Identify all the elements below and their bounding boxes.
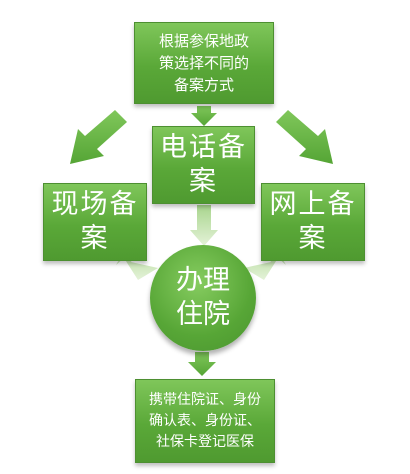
arrow-top-to-online — [276, 110, 333, 164]
step-onsite-filing: 现场备 案 — [43, 183, 147, 261]
step-onsite-filing-text: 现场备 案 — [51, 189, 139, 254]
step-admission: 办理 住院 — [150, 245, 256, 351]
step-bring-documents-text: 携带住院证、身份 确认表、身份证、 社保卡登记医保 — [149, 391, 261, 450]
step-online-filing-text: 网上备 案 — [269, 189, 357, 254]
arrow-top-to-phone — [191, 106, 217, 126]
step-admission-text: 办理 住院 — [176, 265, 230, 330]
step-choose-method-text: 根据参保地政 策选择不同的 备案方式 — [158, 32, 249, 94]
arrow-center-to-bottom — [188, 352, 216, 376]
arrow-phone-to-center — [190, 205, 218, 246]
step-online-filing: 网上备 案 — [261, 183, 365, 261]
arrow-top-to-onsite — [70, 110, 127, 164]
step-bring-documents: 携带住院证、身份 确认表、身份证、 社保卡登记医保 — [135, 379, 275, 463]
step-phone-filing-text: 电话备 案 — [160, 132, 247, 197]
step-choose-method: 根据参保地政 策选择不同的 备案方式 — [134, 22, 274, 104]
step-phone-filing: 电话备 案 — [152, 126, 255, 204]
